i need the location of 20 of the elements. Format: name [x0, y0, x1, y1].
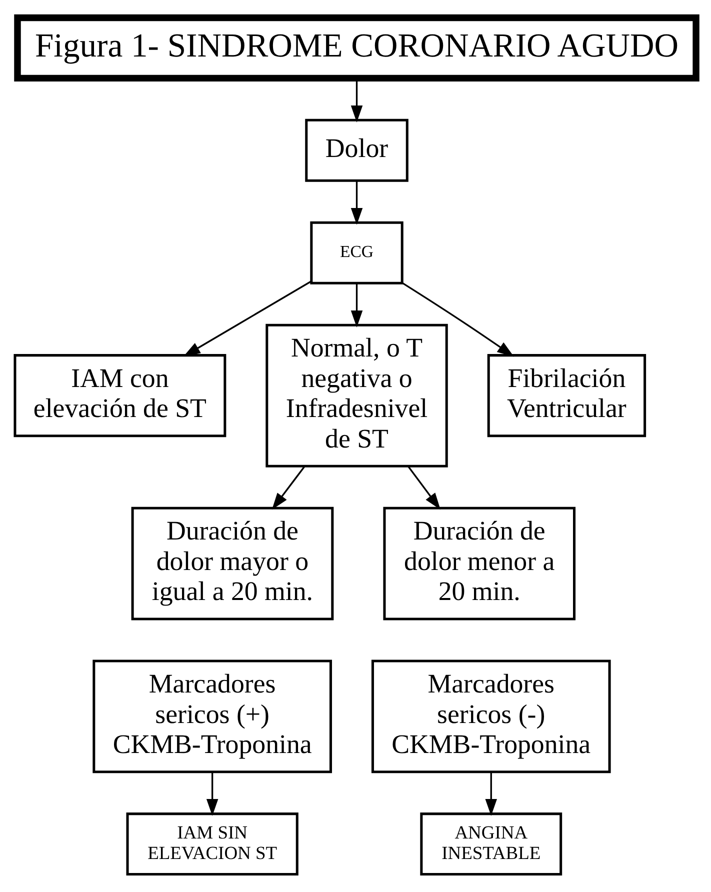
node-box: Normal, o T negativa o Infradesnivel de ST	[266, 324, 448, 468]
node-box: Duración de dolor menor a 20 min.	[383, 506, 576, 620]
arrow	[408, 466, 440, 510]
node-box: Figura 1- SINDROME CORONARIO AGUDO	[14, 14, 700, 82]
node-box: Dolor	[305, 118, 408, 182]
node-box: Duración de dolor mayor o igual a 20 min.	[131, 506, 334, 620]
node-box: IAM SIN ELEVACION ST	[126, 812, 298, 876]
arrow	[206, 772, 218, 816]
node-box: Fibrilación Ventricular	[487, 354, 646, 438]
arrow	[350, 283, 363, 328]
node-box: IAM con elevación de ST	[14, 354, 226, 438]
arrow	[183, 280, 312, 357]
arrow	[485, 772, 497, 816]
node-box: Marcadores sericos (-) CKMB-Troponina	[371, 660, 611, 774]
node-box: ECG	[310, 221, 404, 284]
node-box: ANGINA INESTABLE	[420, 812, 562, 876]
arrow	[350, 180, 363, 225]
node-box: Marcadores sericos (+) CKMB-Troponina	[92, 660, 332, 774]
arrow	[272, 466, 306, 510]
arrow	[402, 282, 514, 357]
